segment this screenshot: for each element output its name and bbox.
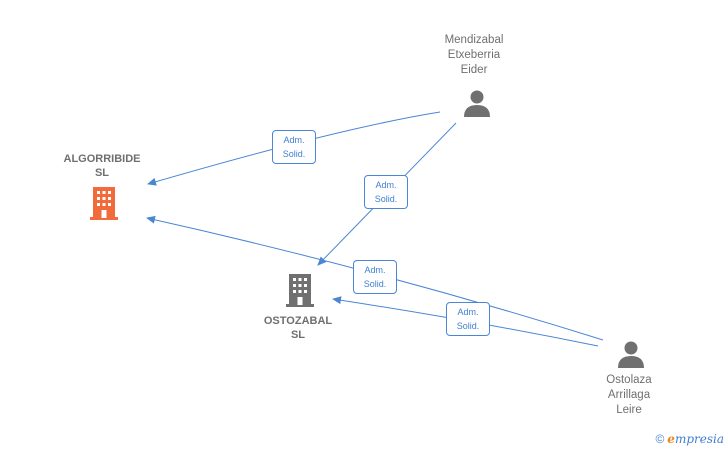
edge-label-line: Solid. bbox=[363, 279, 387, 289]
node-ostolaza-label[interactable]: Ostolaza Arrillaga Leire bbox=[579, 373, 679, 418]
node-name-line: SL bbox=[290, 329, 306, 341]
node-name-line: Etxeberria bbox=[447, 49, 501, 61]
building-icon[interactable] bbox=[284, 272, 316, 308]
edge-label-line: Adm. bbox=[375, 180, 397, 190]
copyright-icon: © bbox=[655, 432, 665, 446]
building-icon[interactable] bbox=[88, 185, 120, 221]
node-name-line: Mendizabal bbox=[444, 34, 504, 46]
node-mendizabal-label[interactable]: Mendizabal Etxeberria Eider bbox=[424, 33, 524, 78]
edge-label-line: Solid. bbox=[456, 321, 480, 331]
node-name-line: OSTOZABAL bbox=[263, 315, 333, 327]
edge-label-ostolaza-ostozabal[interactable]: Adm. Solid. bbox=[446, 302, 490, 336]
edge-label-line: Adm. bbox=[283, 135, 305, 145]
brand-name: mpresia bbox=[674, 432, 724, 446]
empresia-watermark[interactable]: © empresia bbox=[655, 432, 724, 446]
edge-label-line: Adm. bbox=[457, 307, 479, 317]
edge-label-line: Adm. bbox=[364, 265, 386, 275]
edge-label-mendizabal-ostozabal[interactable]: Adm. Solid. bbox=[364, 175, 408, 209]
edge-label-mendizabal-algorribide[interactable]: Adm. Solid. bbox=[272, 130, 316, 164]
node-ostozabal-label[interactable]: OSTOZABAL SL bbox=[248, 314, 348, 342]
node-name-line: SL bbox=[94, 167, 110, 179]
node-name-line: Arrillaga bbox=[607, 389, 651, 401]
person-icon[interactable] bbox=[462, 88, 492, 118]
node-algorribide-label[interactable]: ALGORRIBIDE SL bbox=[52, 152, 152, 180]
edge-label-line: Solid. bbox=[282, 149, 306, 159]
brand-logo: empresia bbox=[667, 432, 724, 446]
node-name-line: ALGORRIBIDE bbox=[63, 153, 141, 165]
node-name-line: Leire bbox=[616, 404, 642, 416]
edge-label-ostolaza-algorribide[interactable]: Adm. Solid. bbox=[353, 260, 397, 294]
edge-label-line: Solid. bbox=[374, 194, 398, 204]
person-icon[interactable] bbox=[616, 339, 646, 369]
node-name-line: Eider bbox=[460, 64, 488, 76]
brand-initial: e bbox=[667, 432, 675, 446]
edge-mendizabal-algorribide bbox=[147, 111, 441, 186]
node-name-line: Ostolaza bbox=[606, 374, 652, 386]
